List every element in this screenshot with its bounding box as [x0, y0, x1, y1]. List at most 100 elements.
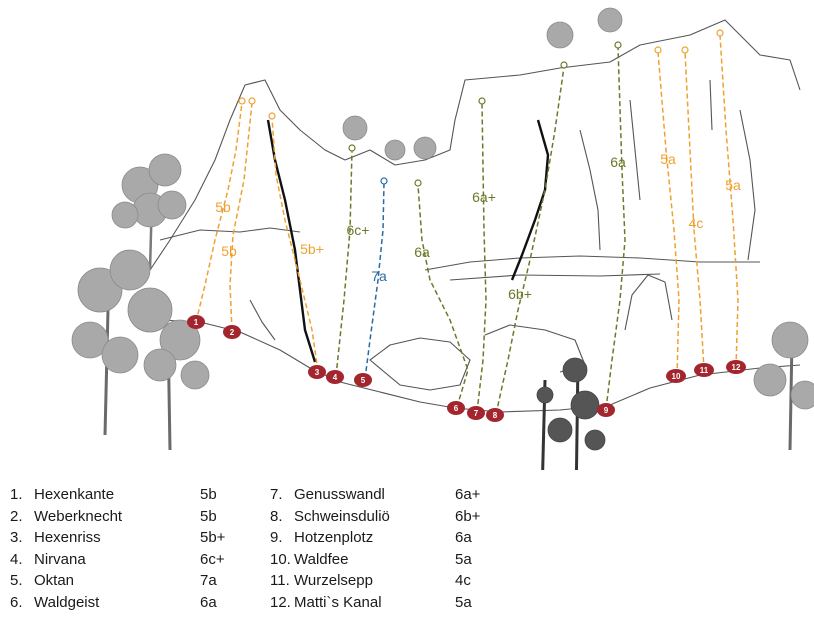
legend-number: 11. — [270, 572, 290, 589]
svg-text:1: 1 — [194, 318, 199, 327]
legend-number: 4. — [10, 550, 23, 568]
route-grade-label-9: 6a — [610, 154, 626, 170]
legend-row-6: 6. Waldgeist 6a — [10, 592, 217, 614]
anchor-6 — [414, 179, 422, 187]
anchor-12 — [716, 29, 724, 37]
svg-text:9: 9 — [604, 406, 609, 415]
legend-route-name: Hexenriss — [34, 529, 101, 546]
legend-route-grade: 4c — [455, 572, 471, 589]
anchor-11 — [681, 46, 689, 54]
legend-number: 1. — [10, 486, 23, 503]
route-marker-3: 3 — [308, 365, 326, 379]
route-grade-labels: 5b 5b 5b+ 6c+ 7a 6a 6a+ 6b+ 6a 5a 4c 5a — [215, 151, 741, 302]
legend-route-grade: 5a — [455, 593, 472, 611]
tree-bottom-dark — [536, 357, 606, 470]
svg-text:10: 10 — [672, 372, 681, 381]
tree-right-edge — [753, 321, 814, 451]
svg-text:12: 12 — [732, 363, 741, 372]
legend-route-grade: 5a — [455, 550, 472, 568]
legend-route-name: Weberknecht — [34, 507, 123, 525]
legend-route-name: Waldfee — [294, 550, 349, 568]
legend-number: 6. — [10, 593, 23, 611]
legend-route-grade: 5b — [200, 507, 217, 525]
route-marker-10: 10 — [666, 369, 686, 383]
route-line-10 — [657, 51, 680, 377]
legend-route-grade: 6b+ — [455, 507, 481, 525]
legend-number: 5. — [10, 572, 23, 589]
anchor-7 — [478, 97, 486, 105]
svg-text:6: 6 — [454, 404, 459, 413]
route-grade-label-3: 5b+ — [300, 241, 324, 257]
legend-route-name: Waldgeist — [34, 593, 100, 611]
route-line-7 — [476, 102, 487, 413]
legend-number: 2. — [10, 507, 23, 525]
route-marker-7: 7 — [467, 406, 485, 420]
route-marker-4: 4 — [326, 370, 344, 384]
rock-face — [149, 19, 801, 413]
legend-route-name: Hotzenplotz — [294, 529, 374, 546]
legend-route-name: Genusswandl — [294, 486, 385, 503]
route-line-3 — [271, 117, 319, 372]
anchor-5 — [380, 177, 388, 185]
legend-route-name: Matti`s Kanal — [294, 593, 382, 611]
route-grade-label-11: 4c — [689, 215, 704, 231]
route-grade-label-5: 7a — [371, 268, 387, 284]
legend-route-grade: 6a+ — [455, 486, 481, 503]
route-grade-label-6: 6a — [414, 244, 430, 260]
route-line-6 — [417, 184, 469, 408]
route-grade-label-2: 5b — [221, 243, 237, 259]
legend-route-name: Oktan — [34, 572, 75, 589]
route-anchors — [238, 29, 724, 187]
legend-number: 7. — [270, 486, 283, 503]
anchor-10 — [654, 46, 662, 54]
legend-row-9: 9. Hotzenplotz 6a — [270, 527, 472, 549]
route-marker-1: 1 — [187, 315, 205, 329]
anchor-3 — [268, 112, 276, 120]
legend-route-name: Wurzelsepp — [294, 572, 373, 589]
route-lines — [195, 34, 739, 415]
legend-number: 12. — [270, 593, 291, 611]
svg-text:3: 3 — [315, 368, 320, 377]
route-grade-label-1: 5b — [215, 199, 231, 215]
route-line-9 — [605, 46, 626, 410]
crag-topo-diagram: 5b 5b 5b+ 6c+ 7a 6a 6a+ 6b+ 6a 5a 4c 5a … — [71, 7, 814, 470]
legend-number: 8. — [270, 507, 283, 525]
route-grade-label-12: 5a — [725, 177, 741, 193]
tree-left-front — [71, 249, 210, 451]
svg-text:7: 7 — [474, 409, 479, 418]
anchor-9 — [614, 41, 622, 49]
legend-route-grade: 7a — [200, 572, 217, 589]
anchor-1 — [238, 97, 246, 105]
legend-row-12: 12.Matti`s Kanal 5a — [270, 592, 472, 614]
route-line-4 — [335, 149, 353, 377]
legend-route-name: Nirvana — [34, 550, 86, 568]
svg-text:11: 11 — [700, 366, 709, 375]
route-marker-5: 5 — [354, 373, 372, 387]
legend-route-grade: 5b+ — [200, 529, 226, 546]
bushes-top — [342, 7, 623, 161]
route-line-1 — [195, 102, 243, 323]
route-start-markers: 1 2 3 4 5 6 7 8 9 10 11 12 — [187, 315, 746, 422]
trees — [71, 7, 814, 470]
route-marker-8: 8 — [486, 408, 504, 422]
legend-route-name: Schweinsduliö — [294, 507, 390, 525]
route-grade-label-7: 6a+ — [472, 189, 496, 205]
legend-route-grade: 6a — [200, 593, 217, 611]
legend-route-grade: 6a — [455, 529, 472, 546]
route-marker-9: 9 — [597, 403, 615, 417]
route-marker-2: 2 — [223, 325, 241, 339]
svg-text:8: 8 — [493, 411, 498, 420]
legend-number: 9. — [270, 529, 283, 546]
route-grade-label-4: 6c+ — [347, 222, 370, 238]
route-line-5 — [364, 182, 385, 380]
svg-text:2: 2 — [230, 328, 235, 337]
route-line-2 — [229, 102, 253, 331]
anchor-2 — [248, 97, 256, 105]
route-marker-6: 6 — [447, 401, 465, 415]
legend-row-8: 8. Schweinsduliö 6b+ — [270, 506, 480, 528]
svg-text:4: 4 — [333, 373, 338, 382]
